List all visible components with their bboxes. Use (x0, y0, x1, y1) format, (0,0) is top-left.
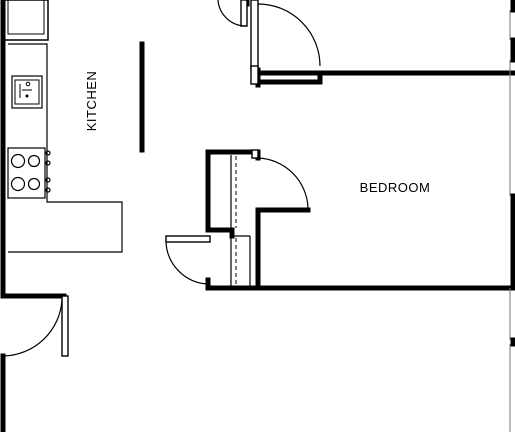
door-bedroom-upper (250, 0, 321, 85)
kitchen-label: KITCHEN (84, 71, 99, 132)
door-top (217, 0, 248, 27)
stove-icon (7, 147, 51, 199)
kitchen-counter (8, 43, 123, 253)
kitchen-area: KITCHEN (3, 0, 145, 253)
refrigerator-inner (7, 0, 45, 35)
closet-shelves (230, 155, 251, 286)
bedroom-label: BEDROOM (360, 180, 431, 195)
doors (3, 0, 321, 357)
door-lower-left (3, 295, 69, 357)
door-closet (165, 235, 211, 285)
door-bedroom-closet (251, 149, 309, 209)
sink-icon (11, 75, 43, 109)
